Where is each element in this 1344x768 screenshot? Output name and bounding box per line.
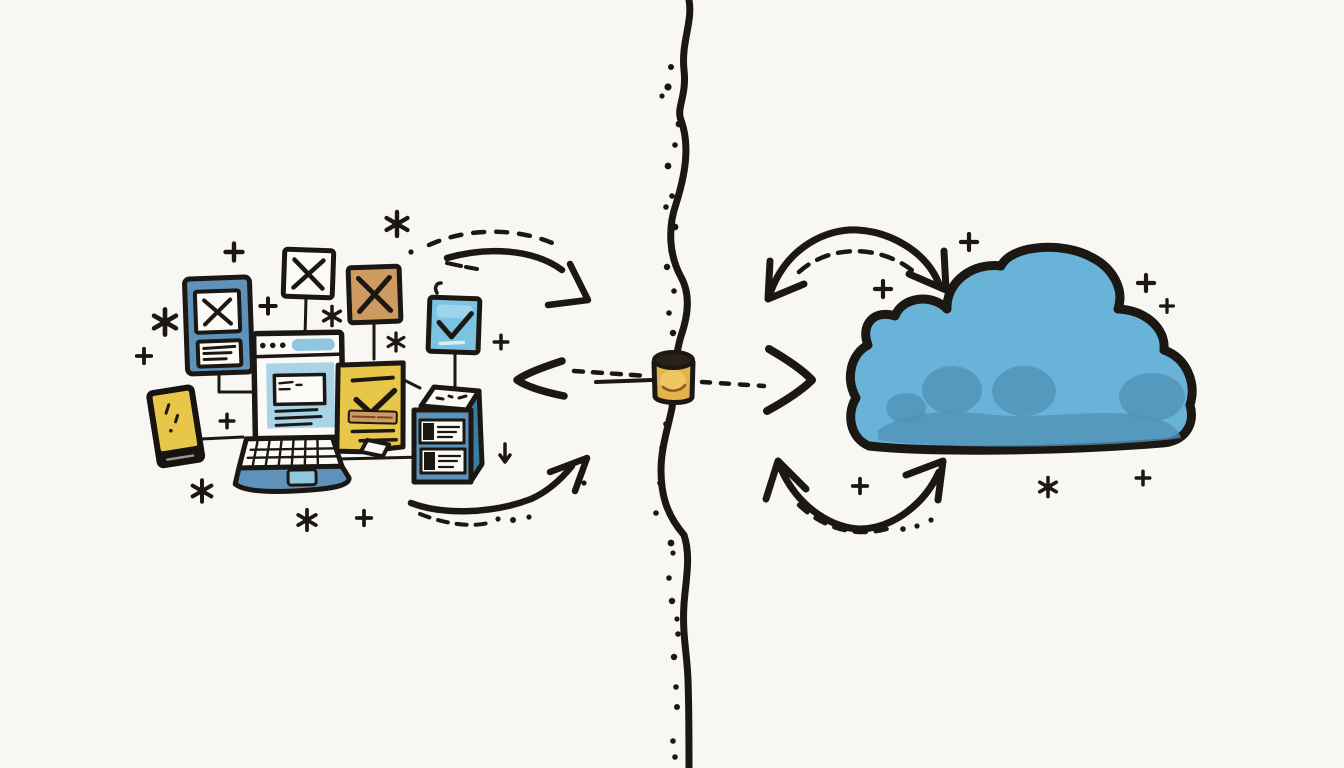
asterisk-sparkle-icon [190, 478, 214, 504]
sync-arrow-right-icon [699, 345, 816, 415]
text-scribble [202, 344, 237, 362]
cloud-icon [845, 242, 1197, 455]
asterisk-sparkle-icon [296, 507, 318, 533]
arrowhead [905, 247, 950, 294]
exchange-arc-top-icon [764, 226, 950, 303]
phone-yellow-icon [146, 384, 206, 469]
plus-sparkle-icon [218, 412, 236, 430]
divider-dots [653, 64, 683, 760]
arrowhead [902, 457, 947, 504]
arrowhead [546, 454, 591, 495]
page-curl [358, 437, 392, 459]
plus-sparkle-icon [961, 234, 977, 250]
plus-sparkle-icon [226, 244, 243, 261]
arrowhead [764, 257, 808, 303]
plus-sparkle-icon [875, 281, 891, 297]
tiny-down-arrow-icon [498, 442, 512, 464]
upload-curve-arrow [408, 229, 592, 309]
x-mark-icon [291, 257, 326, 291]
plus-sparkle-icon [258, 296, 278, 316]
plus-sparkle-icon [354, 508, 374, 528]
trackpad [286, 468, 318, 487]
x-mark-icon [355, 274, 394, 315]
plus-sparkle-icon [1134, 469, 1152, 487]
tablet-error-icon [182, 274, 255, 377]
server-slot [418, 418, 466, 445]
browser-titlebar [252, 352, 344, 359]
plus-sparkle-icon [1138, 275, 1154, 291]
error-card-white-icon [280, 246, 337, 301]
exchange-arc-bottom-icon [762, 457, 947, 535]
hook-mark-icon [433, 281, 443, 295]
plus-sparkle-icon [492, 333, 510, 351]
text-scribble [350, 428, 398, 443]
plus-sparkle-icon [134, 346, 154, 366]
cloud-inner-shading [878, 366, 1185, 447]
server-icon [411, 384, 485, 485]
asterisk-sparkle-icon [1037, 475, 1059, 499]
arrowhead [513, 357, 568, 400]
plus-sparkle-icon [1158, 297, 1176, 315]
asterisk-sparkle-icon [154, 309, 176, 334]
asterisk-sparkle-icon [321, 304, 343, 328]
decorations [134, 212, 1176, 533]
laptop-browser-icon [232, 329, 352, 494]
asterisk-sparkle-icon [386, 331, 406, 353]
card-glyph [278, 380, 303, 391]
arrowhead [544, 260, 592, 309]
asterisk-sparkle-icon [387, 212, 408, 236]
database-bucket-icon [651, 350, 696, 405]
check-card-blue-icon [425, 294, 483, 356]
download-curve-arrow [407, 454, 591, 527]
plus-sparkle-icon [850, 476, 870, 496]
error-card-tan-icon [345, 263, 404, 326]
check-mark-icon [436, 311, 474, 340]
arrowhead [762, 457, 810, 503]
x-mark-icon [202, 297, 233, 327]
server-slot [419, 447, 467, 475]
arrowhead [763, 345, 816, 415]
text-scribble [274, 408, 323, 427]
url-pill [291, 338, 335, 351]
sync-arrow-left-icon [513, 357, 654, 400]
document-check-icon [334, 360, 406, 459]
